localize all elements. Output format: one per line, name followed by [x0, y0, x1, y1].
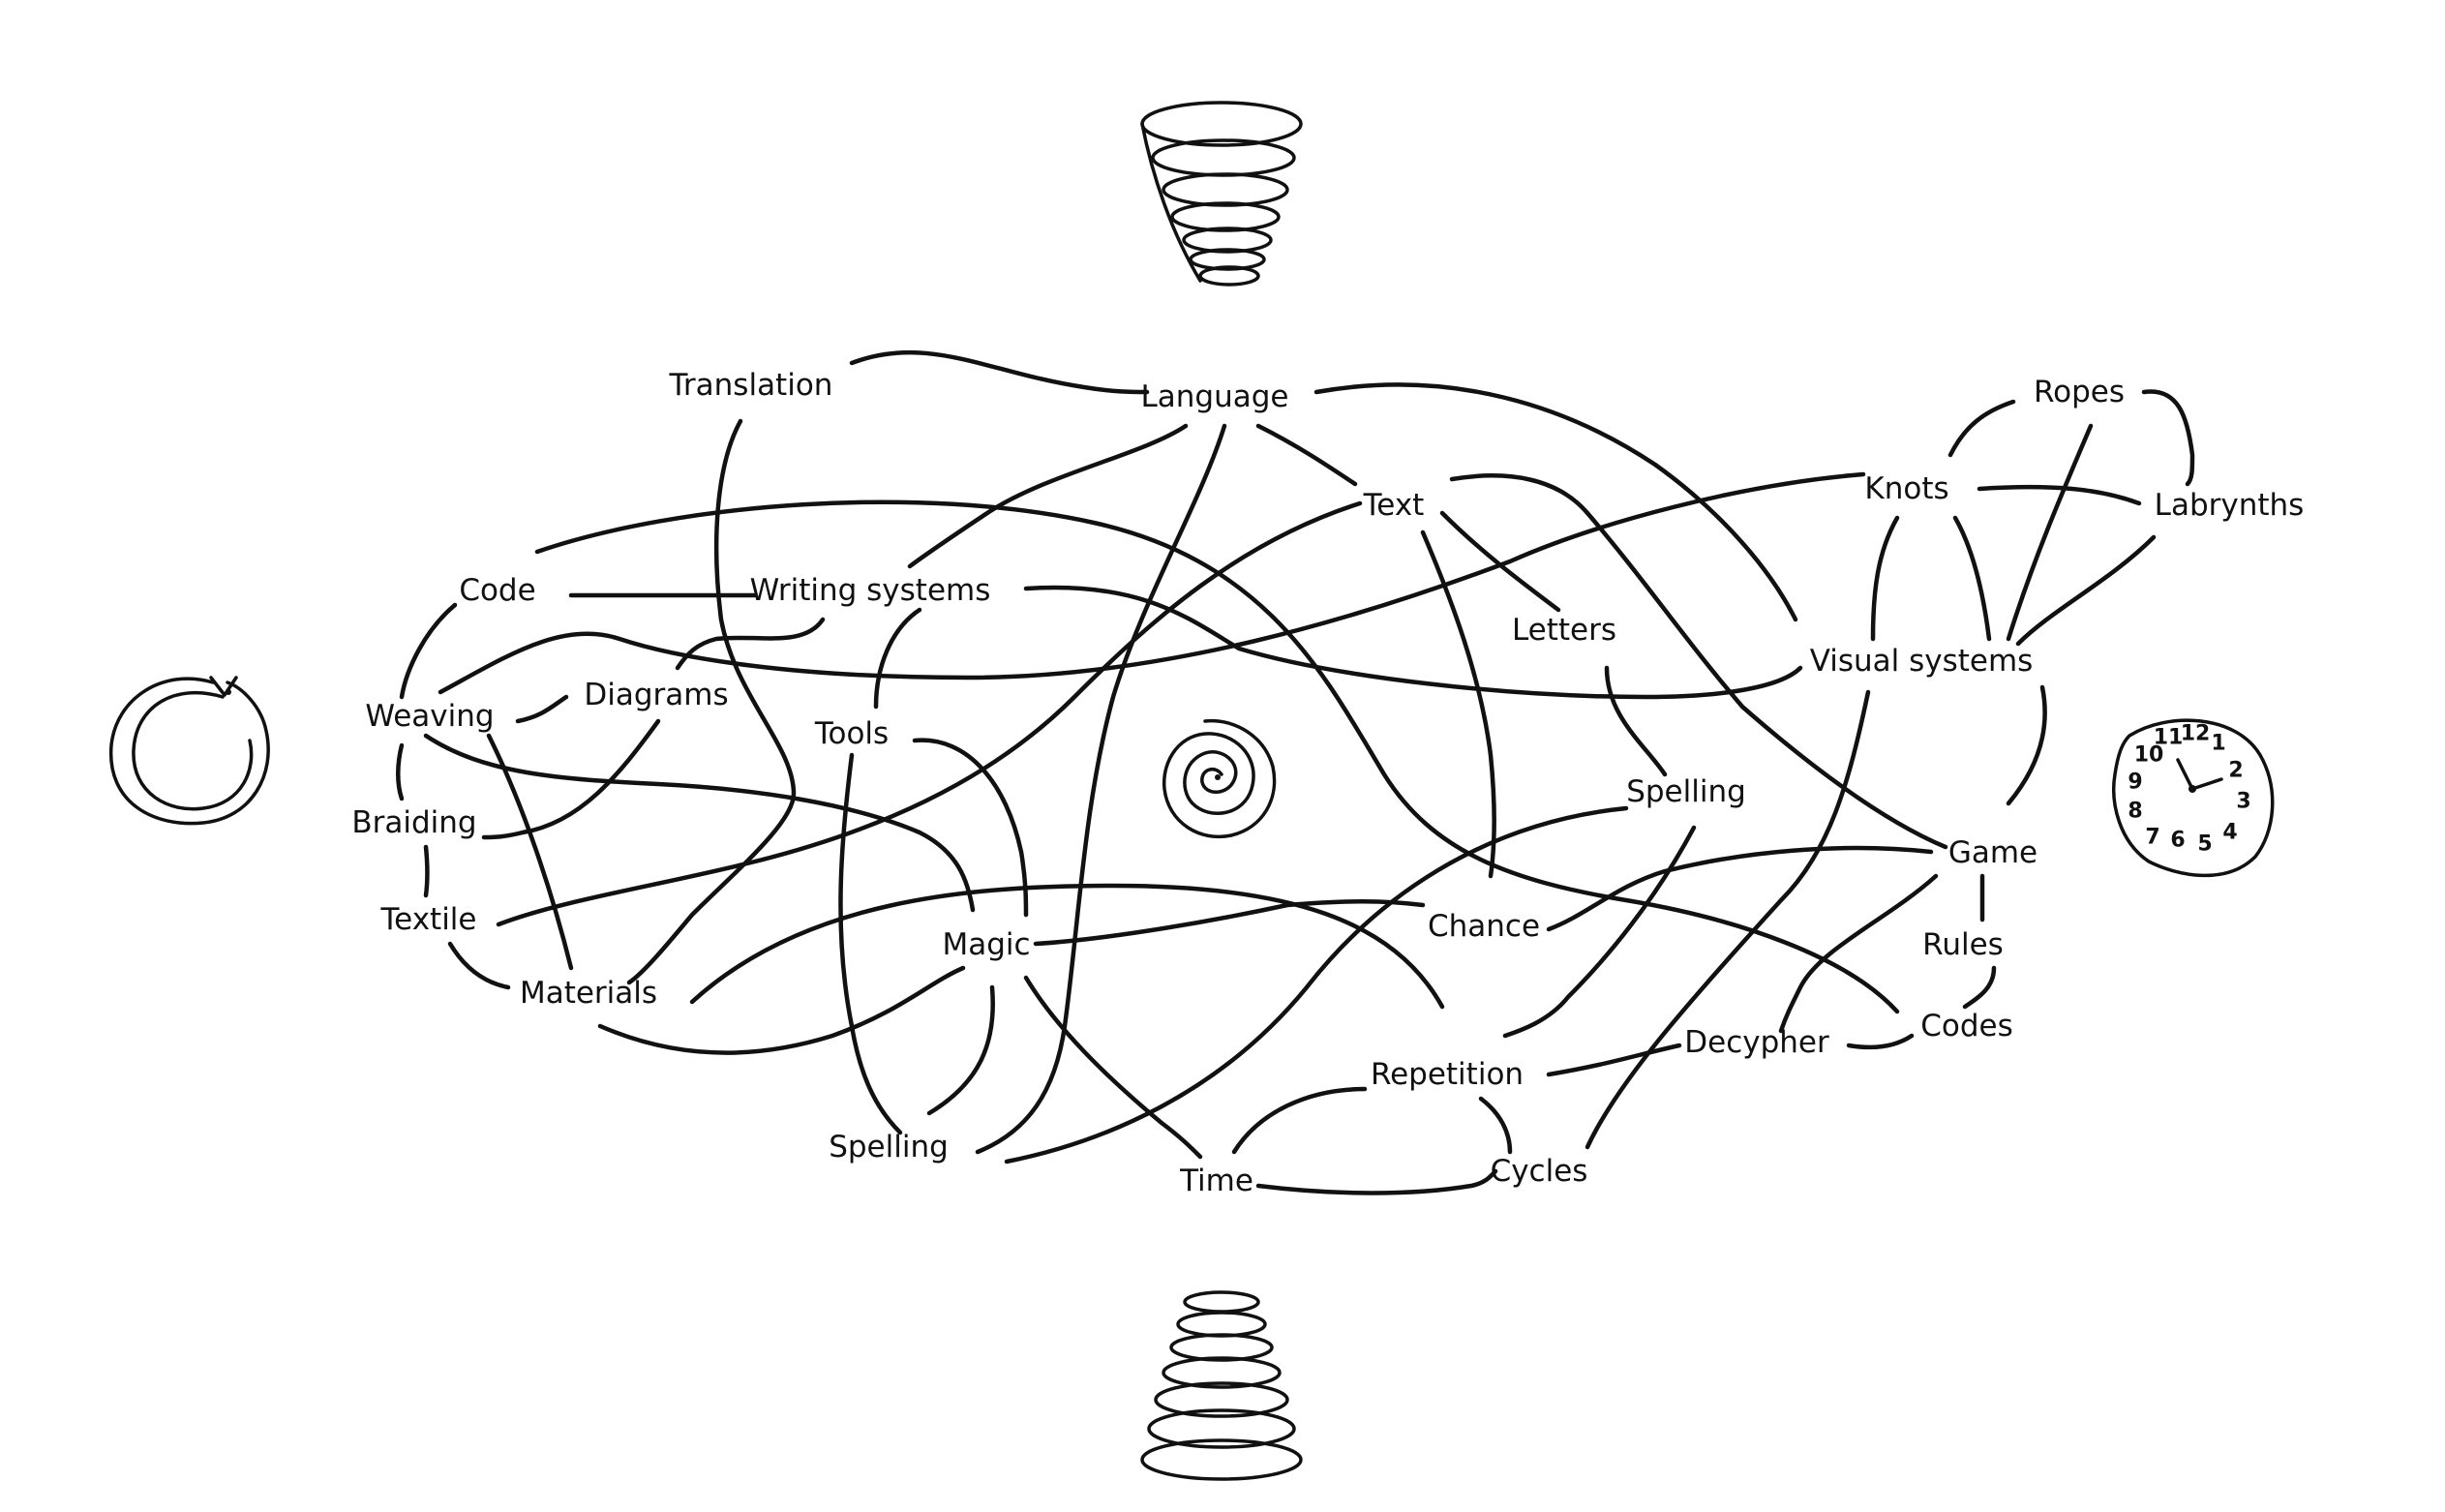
edge-code-weaving	[402, 605, 455, 697]
node-textile: Textile	[380, 902, 477, 937]
node-codes: Codes	[1920, 1009, 2013, 1043]
node-game: Game	[1948, 835, 2038, 870]
edge-letters-spelling	[1607, 668, 1665, 774]
node-language: Language	[1141, 379, 1289, 414]
edge-writing-visual	[1026, 588, 1800, 697]
node-rules: Rules	[1922, 927, 2004, 962]
edge-decypher-repetition	[1549, 1045, 1679, 1074]
node-translation: Translation	[669, 368, 833, 403]
edge-knots-visual-a	[1873, 518, 1897, 639]
clock-number-12: 12	[2181, 722, 2211, 746]
edge-knots-weaving	[440, 474, 1863, 692]
node-visual-systems: Visual systems	[1810, 644, 2034, 679]
clock-number-2: 2	[2228, 759, 2243, 783]
edge-weaving-diagrams	[518, 697, 566, 721]
clock-number-9: 9	[2128, 771, 2142, 795]
node-knots: Knots	[1864, 471, 1948, 506]
edge-text-chance	[1423, 532, 1494, 876]
edge-rules-codes	[1965, 968, 1994, 1007]
node-spelling-right: Spelling	[1626, 774, 1746, 809]
edge-ropes-labrynths	[2144, 391, 2192, 484]
edge-time-cycles	[1258, 1171, 1495, 1194]
clock-number-6: 6	[2170, 829, 2185, 853]
node-time: Time	[1179, 1164, 1253, 1198]
edge-knots-visual-b	[1955, 518, 1989, 639]
node-spelling-left: Spelling	[829, 1130, 949, 1164]
edge-repetition-cycles	[1481, 1099, 1510, 1152]
node-code: Code	[459, 573, 535, 608]
melting-clock-icon: 12 11 10 9 8 7 6 5 4 3 2 1	[2114, 720, 2273, 875]
node-braiding: Braiding	[351, 805, 476, 840]
edge-weaving-magic	[426, 736, 973, 910]
spring-cone-icon	[1142, 103, 1301, 285]
node-materials: Materials	[520, 976, 657, 1011]
edge-spellingR-spellingL	[1007, 808, 1626, 1162]
node-labrynths: Labrynths	[2155, 488, 2305, 523]
edge-repetition-time	[1234, 1089, 1365, 1152]
edge-ropes-knots	[1950, 402, 2013, 455]
edge-text-letters	[1442, 513, 1558, 610]
clock-number-7: 7	[2145, 826, 2159, 850]
node-cycles: Cycles	[1491, 1154, 1588, 1189]
edge-textile-materials	[450, 944, 508, 987]
node-letters: Letters	[1512, 613, 1616, 648]
node-diagrams: Diagrams	[584, 678, 728, 712]
clock-number-1: 1	[2211, 732, 2225, 756]
node-magic: Magic	[942, 927, 1030, 962]
edge-writing-tools	[876, 610, 920, 707]
edge-language-spelling-left	[978, 426, 1224, 1152]
edge-game-decypher	[1781, 876, 1936, 1031]
clock-number-5: 5	[2197, 832, 2212, 857]
node-chance: Chance	[1428, 909, 1540, 944]
edge-codes-decypher	[1849, 1036, 1912, 1047]
edge-weaving-materials	[489, 736, 571, 968]
node-writing-systems: Writing systems	[750, 573, 991, 608]
clock-number-3: 3	[2236, 790, 2250, 814]
edge-game-chance	[1549, 848, 1931, 929]
node-text: Text	[1363, 488, 1425, 523]
node-ropes: Ropes	[2034, 375, 2125, 409]
clock-number-4: 4	[2222, 821, 2237, 845]
edge-language-writing	[910, 426, 1186, 566]
edge-weaving-braiding	[398, 745, 402, 799]
node-decypher: Decypher	[1684, 1025, 1829, 1060]
node-weaving: Weaving	[365, 699, 494, 734]
clock-number-10: 10	[2134, 743, 2164, 768]
node-tools: Tools	[814, 716, 889, 751]
edge-translation-language	[852, 352, 1147, 392]
edge-visual-game	[2008, 687, 2045, 803]
node-repetition: Repetition	[1371, 1057, 1524, 1092]
edge-language-text	[1258, 426, 1355, 484]
spiral-icon	[1164, 721, 1275, 837]
edge-code-codes	[537, 502, 1897, 1012]
edge-text-textile	[498, 503, 1360, 924]
spring-coil-icon	[1142, 1292, 1301, 1479]
edge-ropes-visual	[2008, 426, 2091, 639]
edge-visual-cycles	[1587, 692, 1868, 1147]
edge-writing-diagrams	[678, 620, 823, 668]
clock-number-8: 8	[2128, 800, 2142, 824]
edge-braiding-textile	[426, 847, 428, 895]
edge-magic-spelling	[929, 987, 993, 1113]
ouroboros-icon	[111, 678, 269, 824]
